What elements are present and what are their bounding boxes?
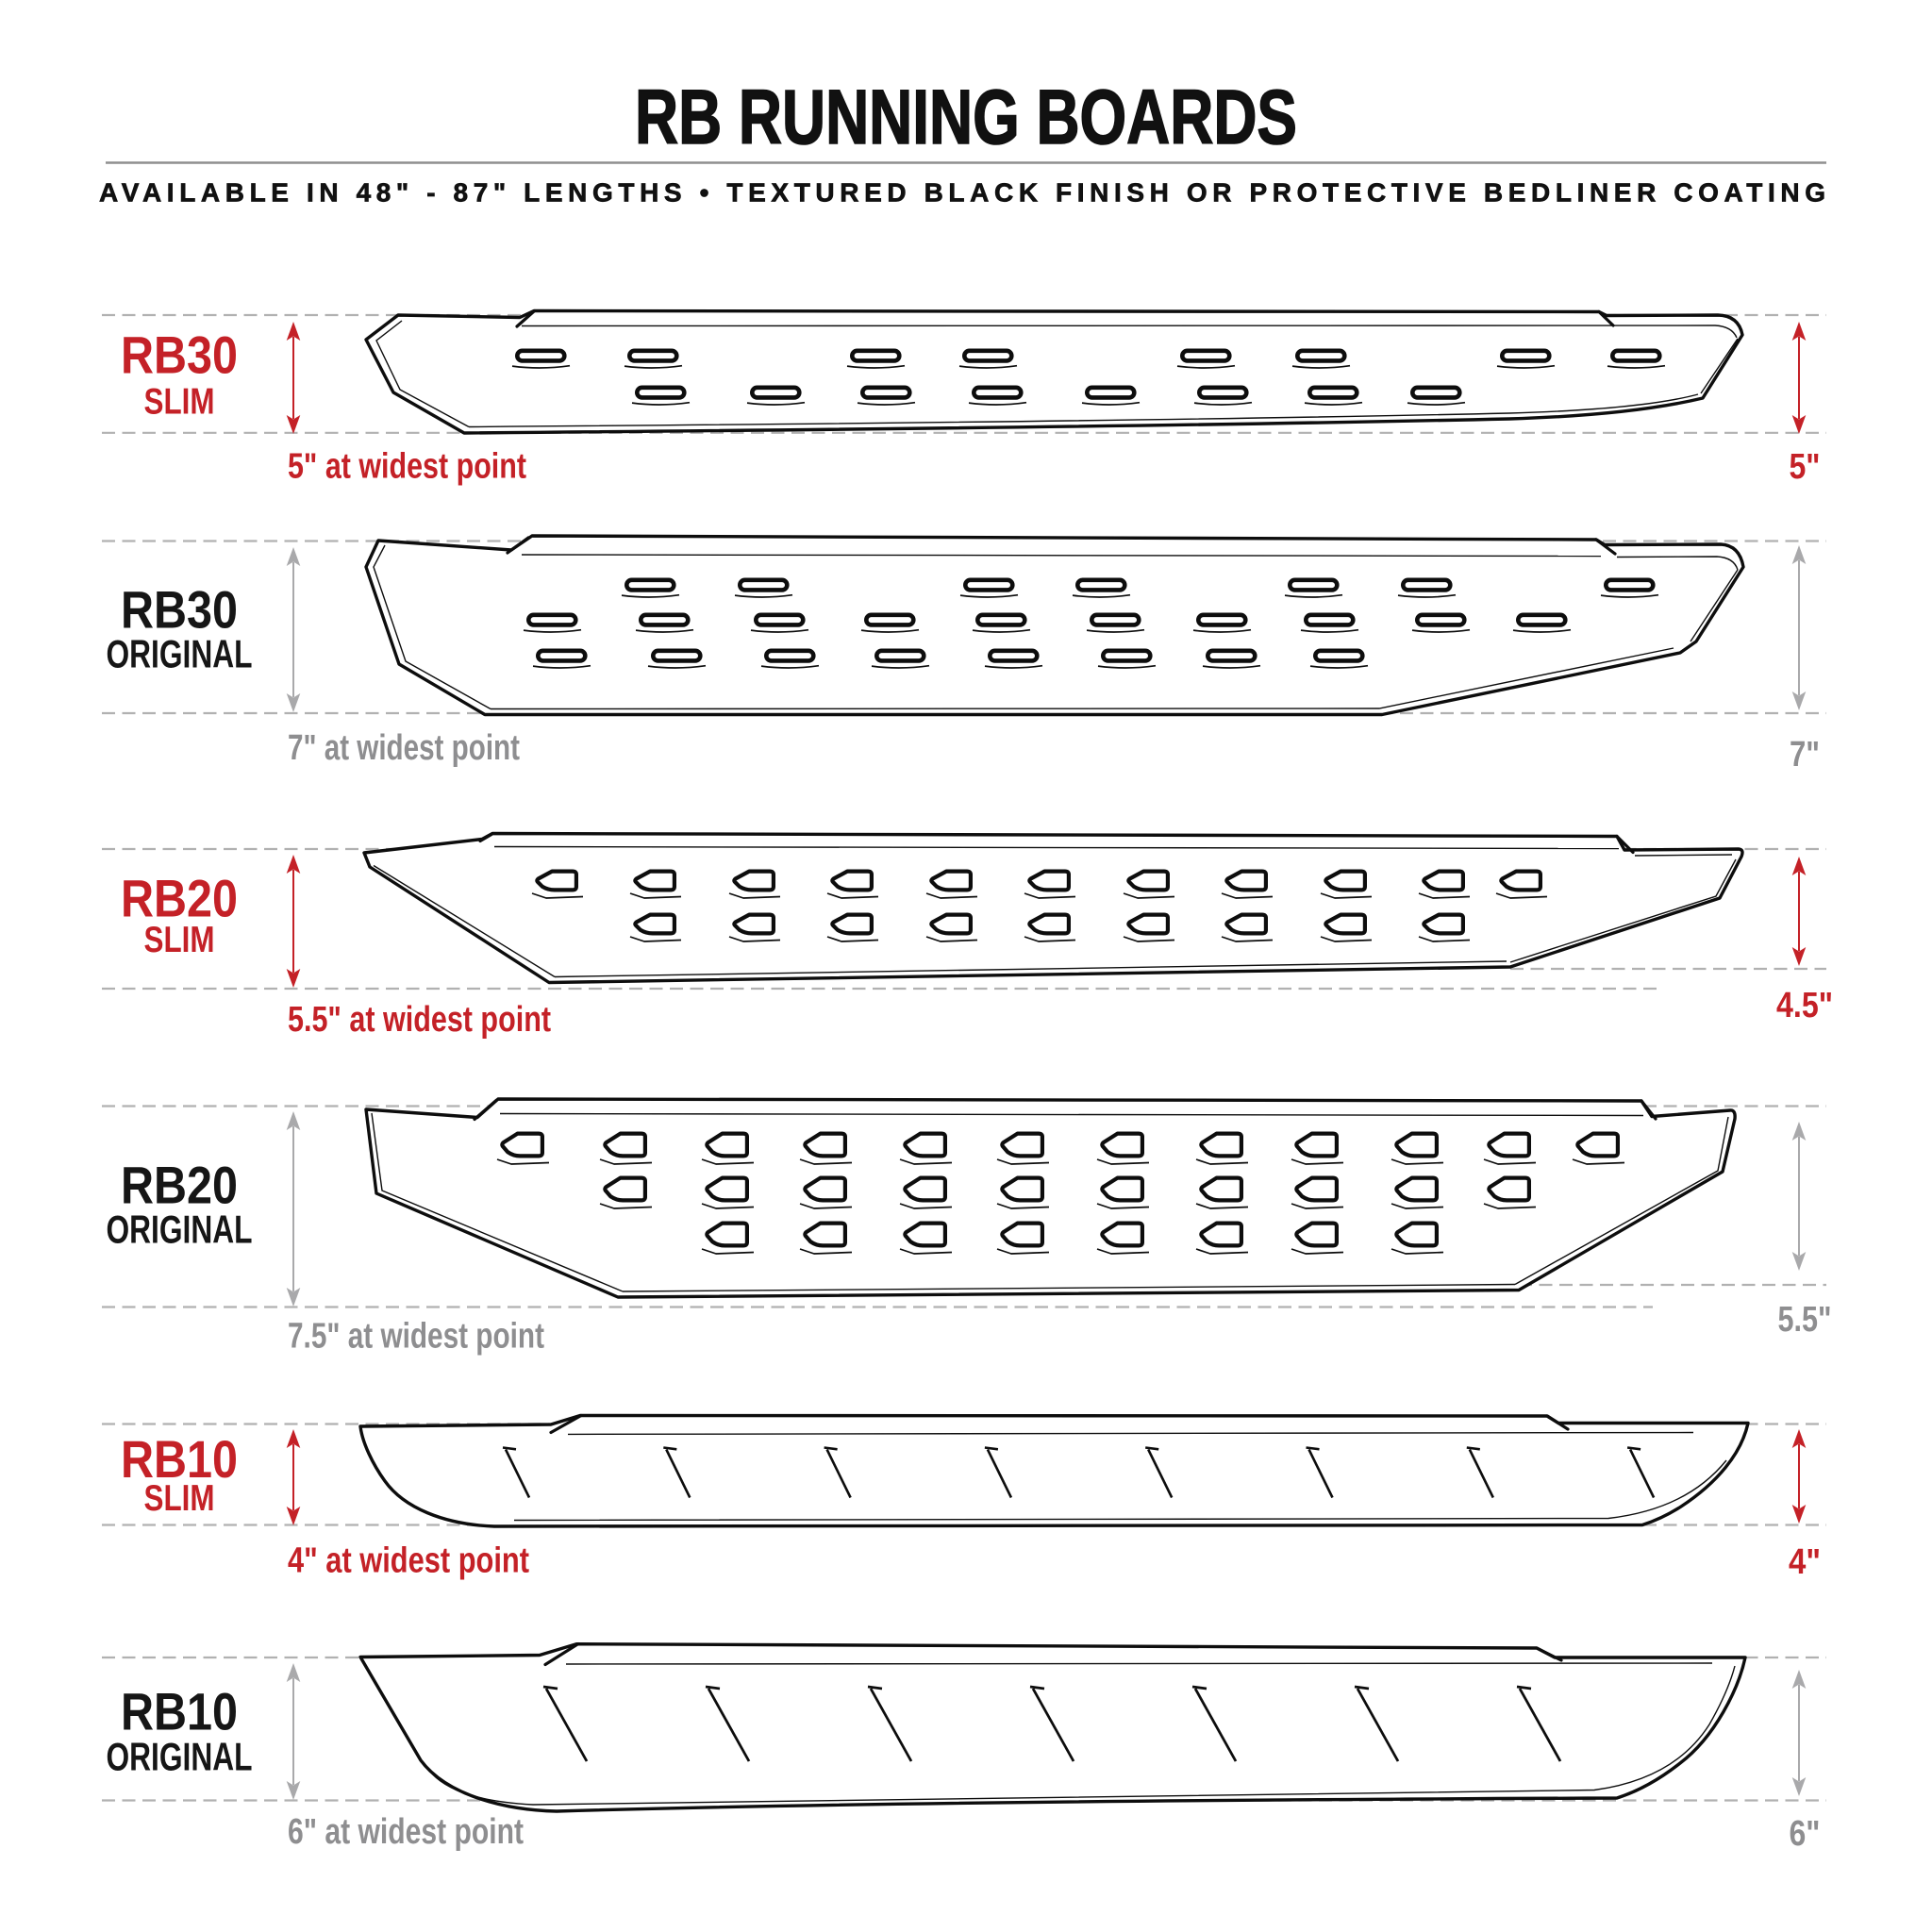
svg-text:4" at widest point: 4" at widest point xyxy=(288,1541,529,1580)
svg-text:6" at widest point: 6" at widest point xyxy=(288,1812,524,1852)
svg-text:SLIM: SLIM xyxy=(144,920,215,960)
svg-text:RB20: RB20 xyxy=(121,869,238,928)
svg-text:ORIGINAL: ORIGINAL xyxy=(107,1735,253,1779)
svg-text:SLIM: SLIM xyxy=(144,382,215,423)
svg-text:5.5" at widest point: 5.5" at widest point xyxy=(288,1000,551,1040)
svg-text:5" at widest point: 5" at widest point xyxy=(288,447,526,487)
svg-text:4.5": 4.5" xyxy=(1776,986,1833,1025)
svg-text:RB10: RB10 xyxy=(121,1429,238,1489)
svg-text:7.5" at widest point: 7.5" at widest point xyxy=(288,1317,544,1357)
svg-text:RB30: RB30 xyxy=(121,580,238,640)
svg-text:RB30: RB30 xyxy=(121,325,238,385)
svg-text:RB RUNNING BOARDS: RB RUNNING BOARDS xyxy=(635,75,1297,160)
svg-text:7" at widest point: 7" at widest point xyxy=(288,728,520,768)
svg-text:4": 4" xyxy=(1789,1542,1821,1582)
svg-text:RB10: RB10 xyxy=(121,1682,238,1741)
svg-text:AVAILABLE IN 48" - 87" LENGTHS: AVAILABLE IN 48" - 87" LENGTHS • TEXTURE… xyxy=(99,178,1825,208)
svg-text:7": 7" xyxy=(1790,735,1820,774)
svg-text:5.5": 5.5" xyxy=(1778,1300,1832,1340)
svg-text:6": 6" xyxy=(1790,1814,1821,1854)
svg-text:5": 5" xyxy=(1790,447,1821,487)
svg-text:RB20: RB20 xyxy=(121,1156,238,1215)
svg-text:SLIM: SLIM xyxy=(144,1478,215,1519)
svg-text:ORIGINAL: ORIGINAL xyxy=(107,1208,253,1252)
svg-text:ORIGINAL: ORIGINAL xyxy=(107,632,253,676)
